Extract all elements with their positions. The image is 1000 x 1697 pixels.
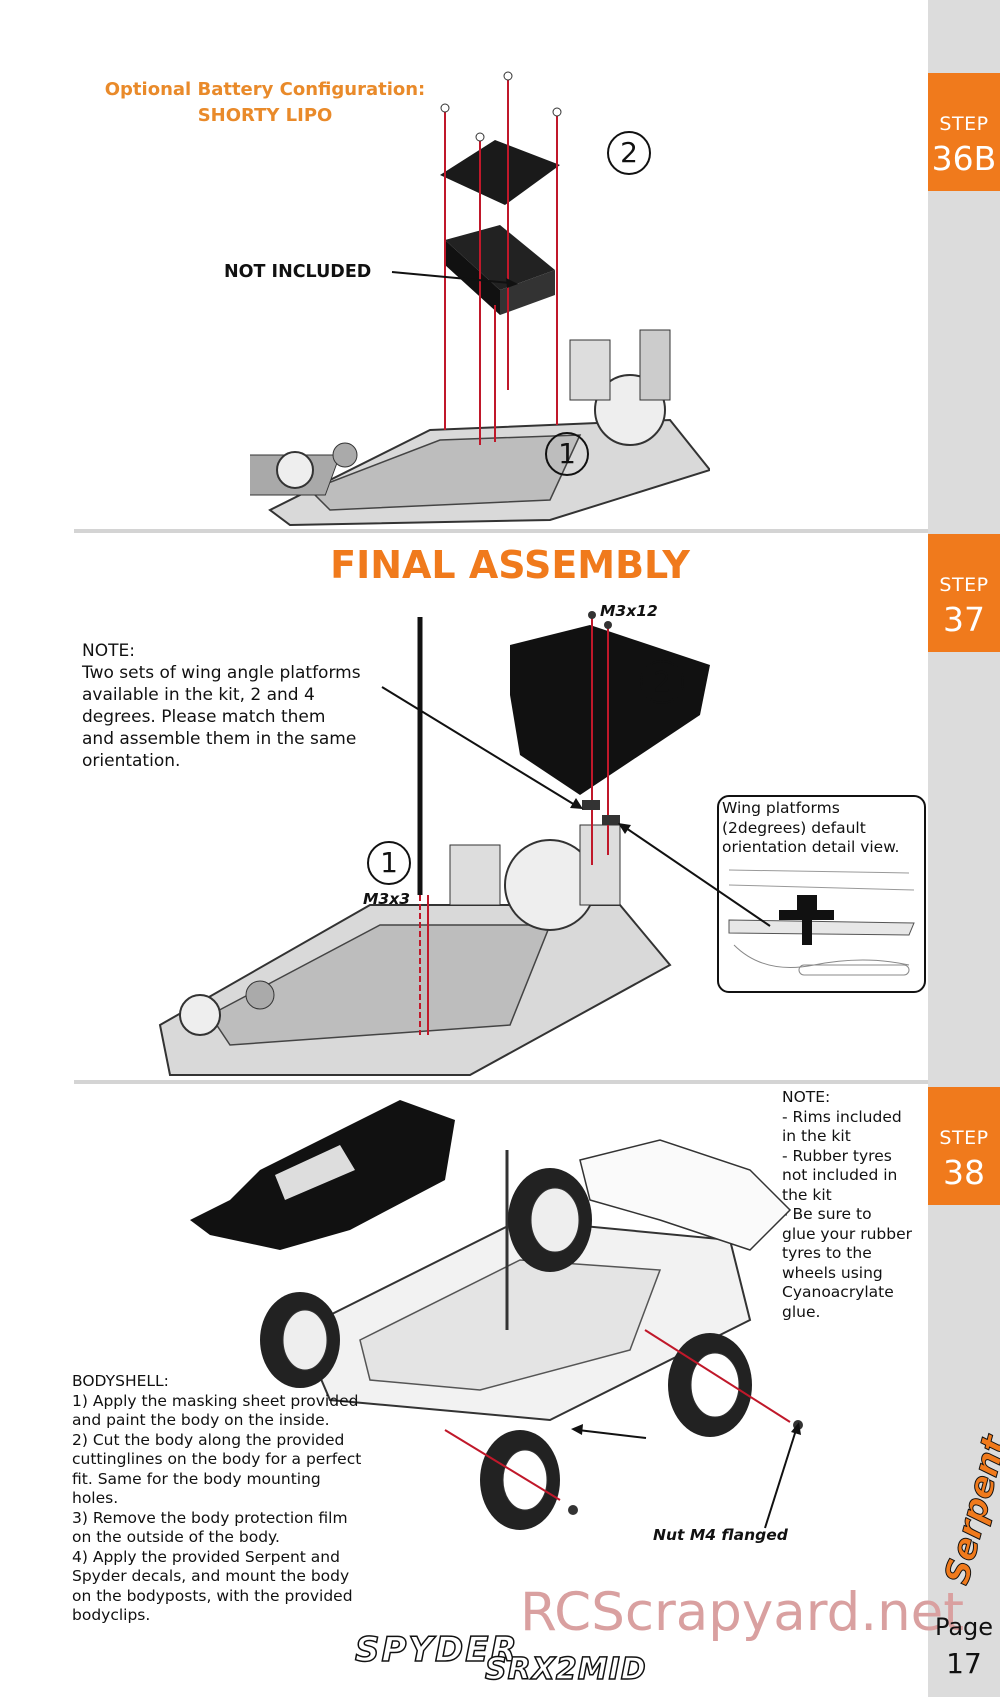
callout-1: 1 (367, 841, 411, 885)
body-line: holes. (72, 1489, 119, 1507)
detail-line: orientation detail view. (722, 838, 900, 856)
screw-m3x3-label: M3x3 (363, 890, 410, 908)
arrow-icon (764, 1422, 801, 1529)
section-divider (74, 1080, 928, 1084)
note-line: - Rims included (782, 1107, 902, 1126)
page-number: 17 (946, 1647, 982, 1680)
page-label: Page (934, 1613, 994, 1641)
note-line: the kit (782, 1185, 832, 1204)
callout-2: 2 (640, 660, 684, 704)
section-divider (74, 529, 928, 533)
detail-caption: Wing platforms (2degrees) default orient… (722, 799, 899, 858)
arrow-icon (571, 1424, 647, 1439)
step-tab-37: STEP 37 (928, 534, 1000, 652)
note-line: not included in (782, 1166, 898, 1184)
body-line: 1) Apply the masking sheet provided (72, 1391, 359, 1410)
final-assembly-heading: FINAL ASSEMBLY (330, 543, 690, 587)
logo-text: SRX2MID (484, 1651, 647, 1688)
step-number: 38 (943, 1153, 985, 1192)
note-line: degrees. Please match them (82, 707, 326, 727)
wing-platform-detail-box: Wing platforms (2degrees) default orient… (717, 795, 926, 993)
note-line: - Rubber tyres (782, 1146, 892, 1165)
note-line: glue. (782, 1302, 821, 1321)
screw-m3x12-label: M3x12 (600, 602, 658, 620)
title-line: Optional Battery Configuration: (104, 79, 426, 100)
body-line: cuttinglines on the body for a perfect (72, 1450, 362, 1468)
note-line: NOTE: (82, 641, 135, 661)
step-label: STEP (939, 574, 989, 596)
watermark: RCScrapyard.net (520, 1582, 965, 1643)
battery-config-title: Optional Battery Configuration: SHORTY L… (100, 77, 430, 129)
wing-platform-note: NOTE: Two sets of wing angle platforms a… (82, 640, 361, 772)
serpent-logo: Serpent (930, 1430, 1000, 1600)
note-line: and assemble them in the same (82, 729, 357, 749)
note-line: orientation. (82, 751, 181, 771)
body-line: BODYSHELL: (72, 1372, 169, 1390)
step-number: 36B (931, 139, 997, 178)
step-label: STEP (939, 113, 989, 135)
detail-line: Wing platforms (722, 799, 840, 817)
arrow-icon (391, 271, 518, 288)
title-line: SHORTY LIPO (197, 105, 333, 126)
spyder-logo: SPYDER SRX2MID (335, 1629, 675, 1690)
rims-tyres-note: NOTE: - Rims included in the kit - Rubbe… (782, 1088, 912, 1322)
body-line: 3) Remove the body protection film (72, 1508, 348, 1527)
nut-m4-label: Nut M4 flanged (653, 1526, 788, 1544)
battery-assembly-illustration (250, 71, 710, 527)
detail-line: (2degrees) default (722, 818, 866, 837)
body-line: on the outside of the body. (72, 1528, 280, 1546)
note-line: available in the kit, 2 and 4 (82, 685, 315, 705)
note-line: - Be sure to (782, 1205, 872, 1223)
note-line: glue your rubber (782, 1224, 912, 1243)
callout-2: 2 (607, 131, 651, 175)
body-line: 4) Apply the provided Serpent and (72, 1547, 340, 1566)
logo-text: SPYDER (354, 1629, 519, 1671)
body-line: Spyder decals, and mount the body (72, 1567, 350, 1585)
note-line: Two sets of wing angle platforms (82, 663, 361, 683)
bodyshell-instructions: BODYSHELL: 1) Apply the masking sheet pr… (72, 1372, 361, 1626)
note-line: wheels using (782, 1263, 883, 1282)
body-line: and paint the body on the inside. (72, 1411, 330, 1429)
note-line: tyres to the (782, 1244, 872, 1262)
note-line: NOTE: (782, 1088, 831, 1106)
detail-illustration (728, 869, 915, 976)
step-tab-38: STEP 38 (928, 1087, 1000, 1205)
body-line: 2) Cut the body along the provided (72, 1430, 345, 1449)
note-line: in the kit (782, 1127, 851, 1145)
note-line: Cyanoacrylate (782, 1283, 894, 1301)
step-number: 37 (943, 600, 985, 639)
body-line: fit. Same for the body mounting (72, 1469, 321, 1488)
brand-text: Serpent (937, 1431, 1000, 1589)
not-included-label: NOT INCLUDED (224, 262, 372, 282)
step-tab-36b: STEP 36B (928, 73, 1000, 191)
body-line: bodyclips. (72, 1606, 151, 1624)
arrow-icon (618, 823, 771, 927)
step-label: STEP (939, 1127, 989, 1149)
complete-buggy-illustration (190, 1100, 803, 1530)
body-line: on the bodyposts, with the provided (72, 1586, 353, 1605)
callout-1: 1 (545, 432, 589, 476)
sidebar (928, 0, 1000, 1697)
